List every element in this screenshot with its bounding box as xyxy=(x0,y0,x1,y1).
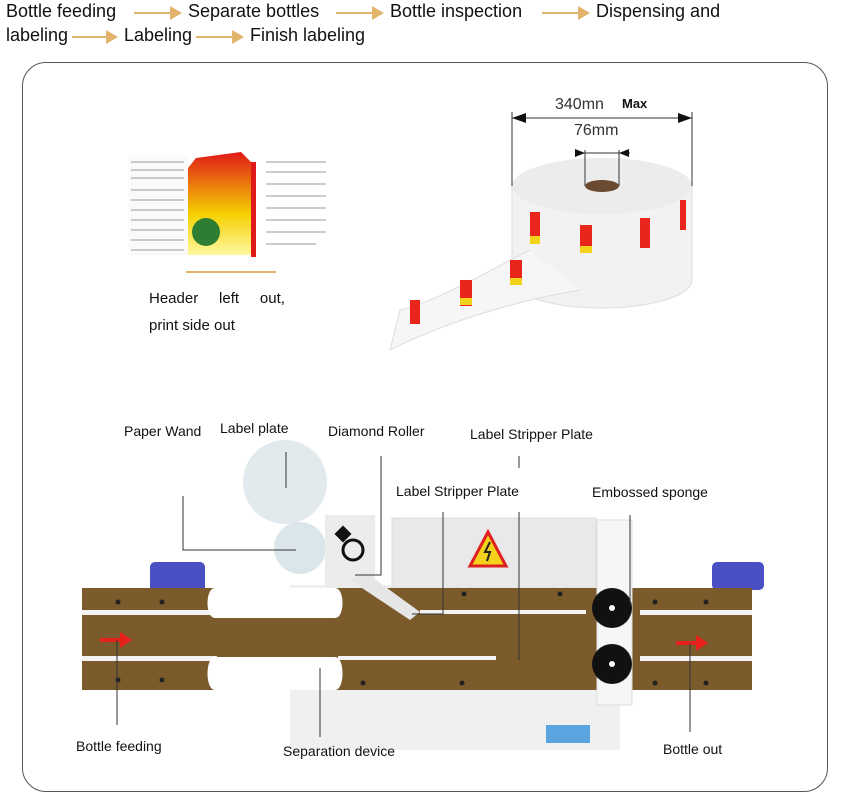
flow-step: Labeling xyxy=(124,25,193,45)
callout-label-stripper-plate: Label Stripper Plate xyxy=(396,483,519,499)
conveyor xyxy=(82,588,752,690)
flow-arrow xyxy=(336,6,384,20)
orientation-line-1: Header left out, xyxy=(149,290,285,307)
max-label: Max xyxy=(622,96,648,111)
flow-step: Finish labeling xyxy=(250,25,366,45)
callout-label-plate: Label plate xyxy=(220,420,289,436)
flow-step: labeling xyxy=(6,25,69,45)
callout-diamond-roller: Diamond Roller xyxy=(328,423,425,439)
flow-step: Bottle feeding xyxy=(6,1,117,21)
diagram-frame xyxy=(22,62,828,792)
label-roll-image xyxy=(389,112,693,351)
flow-step: Dispensing and xyxy=(596,1,721,21)
flow-arrow xyxy=(542,6,590,20)
callout-paper-wand: Paper Wand xyxy=(124,423,202,439)
core-diameter-label: 76mm xyxy=(574,122,619,139)
callout-bottle-feeding: Bottle feeding xyxy=(76,738,162,754)
callout-embossed-sponge: Embossed sponge xyxy=(592,484,708,500)
flow-arrow xyxy=(134,6,182,20)
flow-arrow xyxy=(196,30,244,44)
flow-step: Bottle inspection xyxy=(390,1,523,21)
orientation-line-2: print side out xyxy=(149,317,235,334)
callout-bottle-out: Bottle out xyxy=(663,741,723,757)
labeling-machine-image xyxy=(82,440,764,750)
flat-label-image xyxy=(128,152,326,273)
flow-step: Separate bottles xyxy=(188,1,320,21)
flow-arrow xyxy=(72,30,118,44)
outer-diameter-label: 340mn xyxy=(555,96,604,113)
callout-separation-device: Separation device xyxy=(283,743,396,759)
callout-label-stripper-plate-top: Label Stripper Plate xyxy=(470,426,593,442)
